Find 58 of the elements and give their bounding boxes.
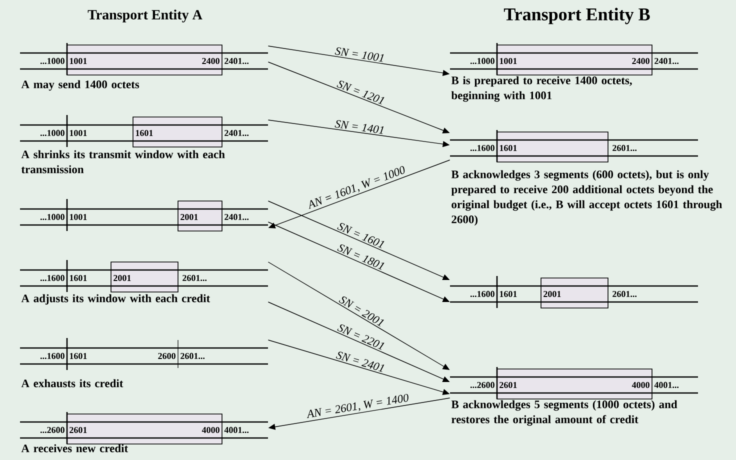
sequence-number: ...1000 xyxy=(40,130,64,136)
sequence-number: 2601 xyxy=(500,382,517,388)
sequence-number: ...1000 xyxy=(470,58,494,64)
sequence-number: 1001 xyxy=(70,58,87,64)
sequence-number: 4000 xyxy=(632,382,650,388)
sequence-number: 1001 xyxy=(70,130,87,136)
state-description: A may send 1400 octets xyxy=(21,80,140,91)
sequence-number: 2601 xyxy=(70,426,87,434)
sequence-number: 1001 xyxy=(500,58,517,64)
sequence-number: ...1000 xyxy=(40,58,64,64)
sequence-number: 1601 xyxy=(70,274,87,282)
state-description: A shrinks its transmit window with each transmission xyxy=(21,150,225,174)
state-description: B acknowledges 5 segments (1000 octets) and restores the original amount of credit xyxy=(451,400,678,426)
sequence-space-bar xyxy=(20,338,268,370)
sequence-number: 1601 xyxy=(136,130,153,136)
heading: Transport Entity A xyxy=(88,10,202,22)
sequence-number: 1001 xyxy=(70,214,87,220)
edge-label: SN = 1001 xyxy=(334,46,386,63)
sequence-number: 4000 xyxy=(202,426,220,434)
state-description: A receives new credit xyxy=(21,444,128,452)
edge-label: SN = 1201 xyxy=(336,78,386,106)
sequence-number: 2401... xyxy=(224,130,249,136)
sequence-number: 1601 xyxy=(500,144,517,152)
sequence-space-bar xyxy=(20,199,268,232)
sequence-number: 2001 xyxy=(544,290,561,298)
edge-label: SN = 1401 xyxy=(334,119,386,135)
sequence-number: 2601... xyxy=(612,144,637,152)
sequence-number: 4001... xyxy=(654,382,679,388)
sequence-number: 2600 xyxy=(158,352,176,360)
sequence-number: ...1000 xyxy=(40,214,64,220)
edge-label: AN = 2601, W = 1400 xyxy=(306,393,410,420)
state-description: B acknowledges 3 segments (600 octets), but is only prepared to receive 200 additional octets beyond the original budget (i.e., B will accept octets 1601 through 2600) xyxy=(451,170,722,226)
sequence-number: ...1600 xyxy=(40,352,64,360)
sequence-number: 1601 xyxy=(70,352,87,360)
sequence-space-bar xyxy=(450,276,698,308)
sequence-number: 2401... xyxy=(654,58,679,64)
sequence-number: 2601... xyxy=(180,352,205,360)
sequence-number: 1601 xyxy=(500,290,517,298)
state-description: A exhausts its credit xyxy=(21,379,124,388)
edge-label: AN = 1601, W = 1000 xyxy=(306,164,408,212)
sequence-number: 2401... xyxy=(224,214,249,220)
edge-label: SN = 2401 xyxy=(334,350,386,374)
sequence-number: ...2600 xyxy=(470,382,494,388)
sequence-number: ...1600 xyxy=(470,290,494,298)
sequence-number: 4001... xyxy=(224,426,249,434)
sequence-number: 2601... xyxy=(182,274,207,282)
sequence-number: 2400 xyxy=(632,58,650,64)
heading: Transport Entity B xyxy=(504,8,650,24)
sequence-number: 2401... xyxy=(224,58,249,64)
sequence-number: 2400 xyxy=(202,58,220,64)
sequence-number: ...1600 xyxy=(470,144,494,152)
state-description: B is prepared to receive 1400 octets, beginning with 1001 xyxy=(451,76,632,102)
sequence-number: ...2600 xyxy=(40,426,64,434)
state-description: A adjusts its window with each credit xyxy=(21,294,210,305)
sequence-number: 2001 xyxy=(180,214,198,220)
sequence-number: ...1600 xyxy=(40,274,64,282)
sequence-number: 2601... xyxy=(612,290,637,298)
sequence-number: 2001 xyxy=(114,274,131,282)
